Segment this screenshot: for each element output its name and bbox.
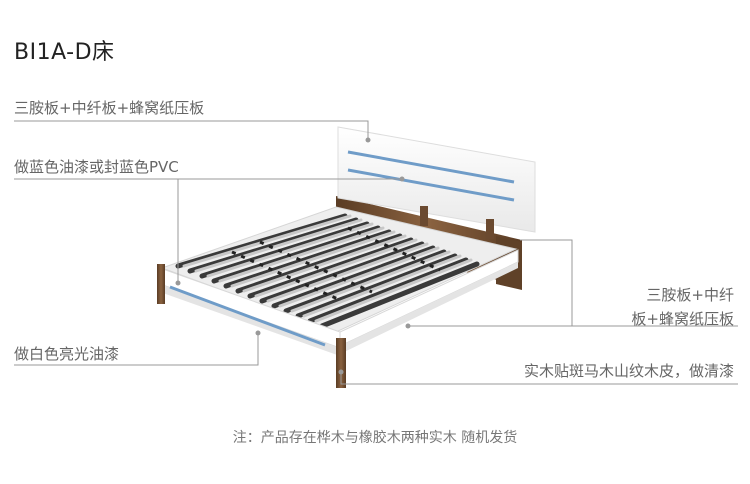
leader-dots	[175, 137, 411, 375]
leg-left	[157, 264, 165, 304]
footboard-stripe	[169, 285, 326, 347]
callout-frame-finish: 做白色亮光油漆	[14, 345, 120, 363]
callout-side-material-line2: 板+蜂窝纸压板	[631, 310, 734, 328]
bed-slats	[175, 213, 480, 329]
callout-headboard-material: 三胺板+中纤板+蜂窝纸压板	[14, 99, 205, 117]
leader-lines	[14, 120, 738, 385]
callout-legs-veneer: 实木贴斑马木山纹木皮，做清漆	[523, 362, 734, 380]
callout-side-material-line1: 三胺板+中纤	[646, 286, 734, 304]
footnote: 注：产品存在桦木与橡胶木两种实木 随机发货	[232, 430, 518, 446]
headboard-stripe-bottom	[347, 168, 515, 202]
headboard-panel	[337, 126, 536, 233]
headboard-post-right	[486, 219, 494, 239]
callout-stripe-paint: 做蓝色油漆或封蓝色PVC	[14, 158, 179, 176]
bed-frame	[160, 206, 518, 333]
callout-side-material: 三胺板+中纤 板+蜂窝纸压板	[594, 283, 734, 331]
bed-legs	[157, 264, 346, 388]
leg-front	[336, 338, 346, 388]
headboard-stripe-top	[347, 150, 515, 184]
product-title: BI1A-D床	[14, 40, 115, 65]
headboard-post-left	[420, 206, 428, 226]
